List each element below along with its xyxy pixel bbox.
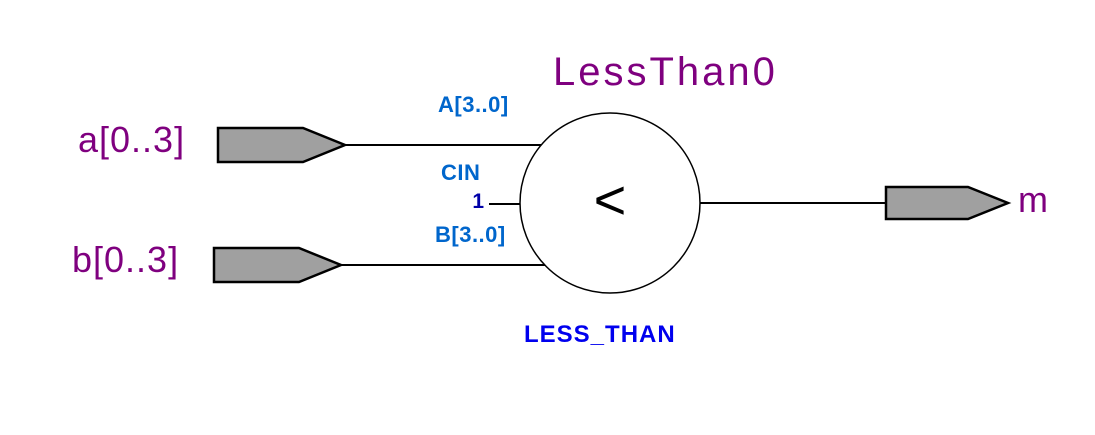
port-a-label: A[3..0]	[438, 92, 509, 117]
less-than-operator: <	[593, 168, 627, 231]
input-pin-a-label: a[0..3]	[78, 119, 186, 160]
component-type-label: LESS_THAN	[524, 321, 676, 348]
input-pin-b-connector[interactable]	[212, 246, 345, 284]
port-b-label: B[3..0]	[435, 222, 506, 247]
output-pin-m-connector[interactable]	[884, 185, 1012, 221]
instance-name-label: LessThan0	[553, 50, 778, 94]
port-cin-label: CIN	[441, 160, 481, 185]
output-pin-m-label: m	[1018, 179, 1049, 220]
input-pin-b-label: b[0..3]	[72, 239, 180, 280]
input-pin-a-connector[interactable]	[216, 126, 349, 164]
port-cin-value: 1	[472, 190, 484, 213]
comparator-symbol[interactable]	[519, 112, 701, 294]
